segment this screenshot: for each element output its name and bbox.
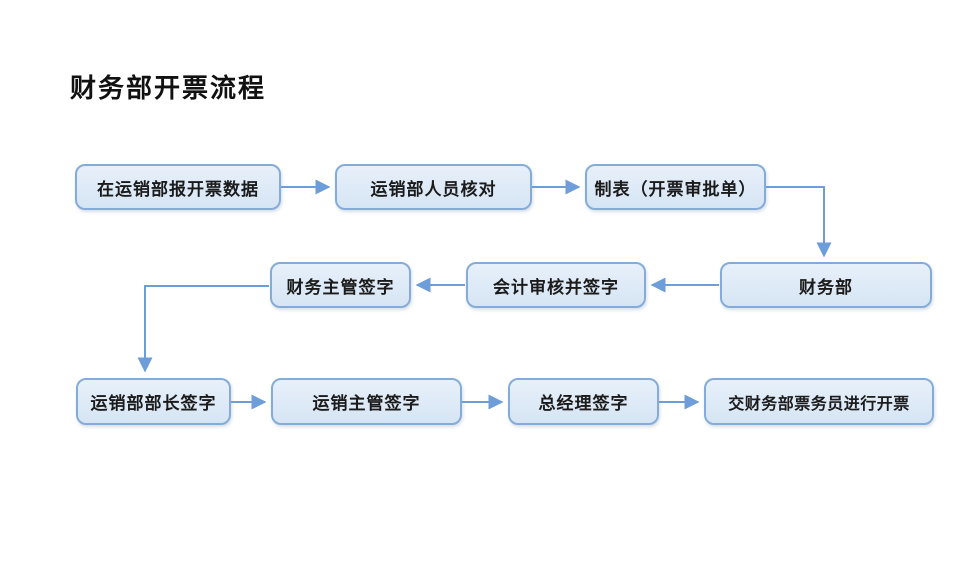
- node-finance-supervisor-sign: 财务主管签字: [270, 262, 411, 308]
- page-title: 财务部开票流程: [70, 74, 267, 104]
- node-sales-staff-check: 运销部人员核对: [335, 164, 532, 210]
- node-ticket-clerk-issue: 交财务部票务员进行开票: [704, 378, 934, 425]
- node-general-manager-sign: 总经理签字: [508, 378, 659, 425]
- node-accountant-review-sign: 会计审核并签字: [466, 262, 646, 308]
- node-sales-dept-chief-sign: 运销部部长签字: [76, 378, 231, 425]
- arrow-makeform-to-finance-elbow: [766, 186, 832, 258]
- node-finance-dept: 财务部: [720, 262, 932, 308]
- node-make-approval-form: 制表（开票审批单）: [585, 164, 766, 210]
- node-report-billing-data: 在运销部报开票数据: [75, 164, 281, 210]
- arrow-supervisor-to-chief-elbow: [137, 285, 269, 373]
- node-sales-supervisor-sign: 运销主管签字: [271, 378, 462, 425]
